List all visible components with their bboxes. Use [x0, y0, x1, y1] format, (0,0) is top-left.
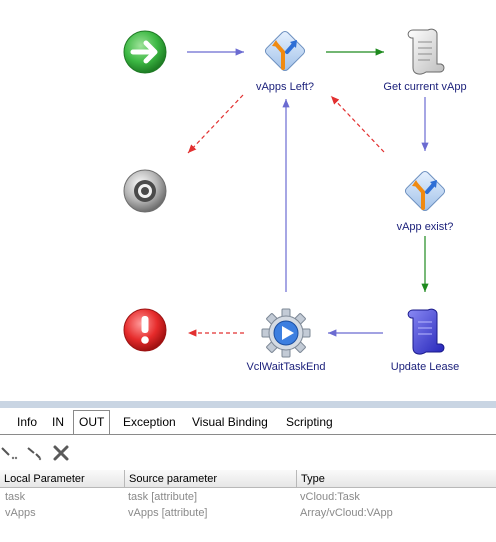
local-parameter-cell: task: [5, 491, 26, 503]
tab-exception[interactable]: Exception: [123, 415, 176, 429]
arrow-right-icon: [130, 40, 158, 64]
delete-icon[interactable]: [52, 444, 70, 462]
tab-out[interactable]: OUT: [73, 410, 111, 435]
exclamation-icon: [141, 316, 149, 344]
tab-underline: [0, 434, 496, 435]
column-header-source-parameter[interactable]: Source parameter: [125, 470, 297, 488]
parameters-toolbar: [0, 440, 496, 466]
update-lease-node[interactable]: [407, 308, 445, 355]
get-current-vapp-label: Get current vApp: [383, 81, 467, 93]
vapps-left-decision-node[interactable]: [264, 30, 306, 72]
error-node[interactable]: [123, 308, 167, 352]
column-header-local-parameter[interactable]: Local Parameter: [0, 470, 125, 488]
table-row[interactable]: task task [attribute] vCloud:Task: [0, 490, 496, 504]
type-cell: vCloud:Task: [300, 491, 360, 503]
source-parameter-cell: vApps [attribute]: [128, 507, 208, 519]
local-parameter-cell: vApps: [5, 507, 36, 519]
arrow-vapps-left-to-end: [187, 94, 244, 154]
vapp-exist-label: vApp exist?: [396, 221, 454, 233]
start-node[interactable]: [123, 30, 167, 74]
tab-info[interactable]: Info: [17, 415, 38, 429]
script-scroll-icon: [407, 308, 445, 355]
vapps-left-label: vApps Left?: [255, 81, 315, 93]
source-parameter-cell: task [attribute]: [128, 491, 198, 503]
tab-visual-binding[interactable]: Visual Binding: [192, 415, 268, 429]
tab-bar: Info IN OUT Exception Visual Binding Scr…: [0, 410, 496, 435]
end-node[interactable]: [123, 169, 167, 213]
unbind-icon[interactable]: [26, 444, 44, 462]
type-cell: Array/vCloud:VApp: [300, 507, 393, 519]
arrow-vapp-exist-to-vapps-left: [330, 95, 385, 153]
wait-task-end-node[interactable]: [261, 308, 311, 358]
decision-diamond-icon: [404, 170, 446, 212]
script-scroll-icon: [407, 28, 445, 75]
vapp-exist-decision-node[interactable]: [404, 170, 446, 212]
tab-in[interactable]: IN: [52, 415, 64, 429]
gear-play-icon: [261, 308, 311, 358]
tab-scripting[interactable]: Scripting: [286, 415, 333, 429]
bind-icon[interactable]: [0, 444, 18, 462]
workflow-canvas: [123, 28, 446, 358]
table-row[interactable]: vApps vApps [attribute] Array/vCloud:VAp…: [0, 506, 496, 520]
column-header-type[interactable]: Type: [297, 470, 496, 488]
get-current-vapp-node[interactable]: [407, 28, 445, 75]
wait-task-end-label: VclWaitTaskEnd: [246, 361, 326, 373]
decision-diamond-icon: [264, 30, 306, 72]
panel-splitter[interactable]: [0, 401, 496, 408]
target-icon: [134, 180, 156, 202]
update-lease-label: Update Lease: [390, 361, 460, 373]
